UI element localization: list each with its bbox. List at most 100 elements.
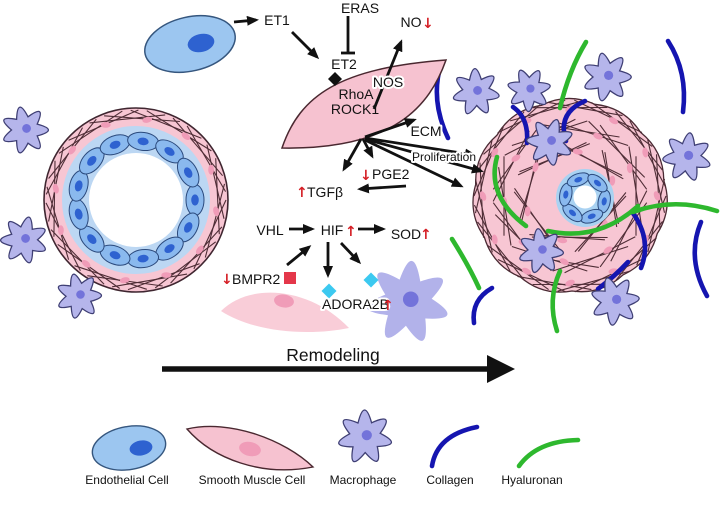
legend-smooth-muscle-cell xyxy=(185,425,315,471)
macrophage xyxy=(507,69,551,113)
macrophage xyxy=(452,68,500,115)
et2-receptor-diamond-icon xyxy=(328,72,342,86)
arrow-hif-to-adora2b-macrophage xyxy=(339,242,362,265)
remodeling-arrow xyxy=(162,355,515,383)
legend-label-macrophage: Macrophage xyxy=(330,473,397,487)
label-eras: ERAS xyxy=(341,0,379,16)
smooth-muscle-nuclei xyxy=(52,116,220,284)
endothelial-cell-ring xyxy=(559,172,611,224)
legend-label-endothelial-cell: Endothelial Cell xyxy=(85,473,168,487)
label-remodeling: Remodeling xyxy=(286,345,379,365)
arrow-proliferation-1 xyxy=(364,136,477,159)
label-sod: SOD xyxy=(391,226,421,242)
inhibition-eras-et2 xyxy=(341,16,355,55)
hyaluronan-fiber xyxy=(449,236,482,291)
legend-label-smooth-muscle-cell: Smooth Muscle Cell xyxy=(199,473,306,487)
legend-labels: Endothelial Cell Smooth Muscle Cell Macr… xyxy=(85,473,562,487)
collagen-fiber xyxy=(630,210,648,271)
label-rhoa: RhoA xyxy=(338,86,374,102)
legend-collagen-fiber xyxy=(429,424,480,469)
label-ecm: ECM xyxy=(410,123,441,139)
label-pge2: PGE2 xyxy=(372,166,410,182)
macrophage xyxy=(57,273,103,319)
smooth-muscle-cell xyxy=(221,292,349,333)
bmpr2-receptor-square-icon xyxy=(284,272,296,284)
macrophage xyxy=(526,119,573,166)
endothelial-cell-source xyxy=(144,14,236,74)
collagen-fiber xyxy=(595,259,631,292)
arrow-pge2-to-tgfb xyxy=(357,183,407,194)
collagen-fiber xyxy=(692,219,710,299)
adora2b-receptor-diamond-icon xyxy=(363,272,379,288)
vessel-lumen xyxy=(573,185,597,209)
legend-endothelial-cell xyxy=(91,425,167,471)
arrow-to-ecm xyxy=(364,118,417,139)
legend-label-hyaluronan: Hyaluronan xyxy=(501,473,562,487)
collagen-fibers xyxy=(434,38,710,326)
macrophage xyxy=(662,132,711,181)
pathway-labels: ET1 ERAS ET2 NO ↓ NOS RhoA ROCK1 ECM Pro… xyxy=(221,0,478,365)
hyaluronan-fiber xyxy=(550,268,563,334)
collagen-fiber xyxy=(665,38,687,115)
label-no: NO xyxy=(401,14,422,30)
hyaluronan-fibers xyxy=(449,39,720,334)
remodeled-vessel xyxy=(472,97,668,293)
cell-nucleus xyxy=(187,33,215,53)
label-vhl: VHL xyxy=(256,222,283,238)
label-adora2b: ADORA2B xyxy=(322,296,389,312)
endothelial-cell-ring xyxy=(68,131,205,269)
tgfb-increase-arrow: ↑ xyxy=(296,185,308,201)
arrow-endothelial-to-et1 xyxy=(233,15,259,26)
hyaluronan-fiber xyxy=(630,201,720,215)
macrophage xyxy=(3,106,50,154)
hif-increase-arrow: ↑ xyxy=(345,224,357,240)
label-nos: NOS xyxy=(373,74,403,90)
label-proliferation: Proliferation xyxy=(412,150,476,164)
hyaluronan-fiber xyxy=(492,154,529,229)
pathway-arrows xyxy=(162,15,515,383)
legend-label-collagen: Collagen xyxy=(426,473,473,487)
label-tgfb: TGFβ xyxy=(307,184,343,200)
legend-macrophage-shape xyxy=(338,409,393,463)
label-hif: HIF xyxy=(321,222,344,238)
macrophage xyxy=(584,52,632,102)
legend-hyaluronan-fiber xyxy=(516,437,581,469)
macrophage xyxy=(591,277,640,326)
label-rock1: ROCK1 xyxy=(331,101,379,117)
cell-nucleus xyxy=(239,441,261,457)
arrow-to-pge2 xyxy=(361,138,374,159)
cell-nucleus xyxy=(274,294,294,308)
label-bmpr2: BMPR2 xyxy=(232,271,280,287)
macrophage xyxy=(519,228,565,274)
pge2-decrease-arrow: ↓ xyxy=(360,168,372,184)
adora2b-increase-arrow: ↑ xyxy=(382,298,394,314)
legend-shapes xyxy=(91,409,581,471)
cell-nucleus xyxy=(129,440,153,456)
arrow-to-tgfb xyxy=(342,138,363,172)
vessel-lumen xyxy=(89,153,183,247)
arrow-proliferation-2 xyxy=(364,137,484,174)
legend-macrophage xyxy=(338,409,393,463)
smooth-muscle-pattern xyxy=(45,109,227,291)
label-et2: ET2 xyxy=(331,56,357,72)
no-decrease-arrow: ↓ xyxy=(422,16,434,32)
macrophage xyxy=(0,216,46,264)
bmpr2-decrease-arrow: ↓ xyxy=(221,272,233,288)
adora2b-receptor-diamond-icon xyxy=(321,283,337,299)
smooth-muscle-cell-faded xyxy=(221,292,349,333)
arrow-rock1-to-no xyxy=(372,39,403,110)
arrow-proliferation-3 xyxy=(364,138,464,188)
narrowed-lumen xyxy=(556,169,614,227)
arrow-bmpr2-to-hif xyxy=(286,245,312,267)
arrow-et1-to-et2 xyxy=(291,31,320,60)
macrophage-adora2b xyxy=(367,260,448,341)
hyaluronan-fiber xyxy=(545,203,641,236)
sod-increase-arrow: ↑ xyxy=(420,227,432,243)
hyaluronan-fiber xyxy=(557,39,589,111)
macrophages xyxy=(0,52,711,326)
macrophage-adora2b xyxy=(367,260,448,341)
label-et1: ET1 xyxy=(264,12,290,28)
normal-vessel xyxy=(43,107,229,293)
